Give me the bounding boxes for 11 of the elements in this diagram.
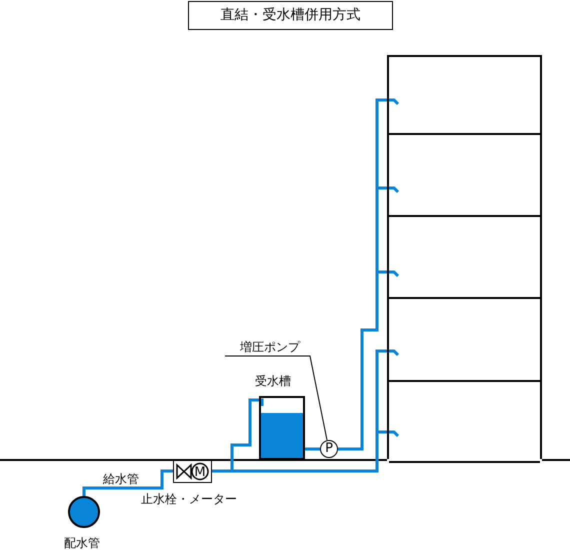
edge-label: 給水管 xyxy=(103,472,139,486)
meter-label: 止水栓・メーター xyxy=(141,492,237,506)
water-pipe xyxy=(82,470,173,496)
pump-label: 増圧ポンプ xyxy=(240,340,310,355)
water-pipe xyxy=(305,448,320,450)
tank-label: 受水槽 xyxy=(255,374,291,388)
leader-line xyxy=(224,356,328,440)
pump-symbol: P xyxy=(320,440,338,458)
water-pipe xyxy=(338,270,400,450)
title-box: 直結・受水槽併用方式 xyxy=(188,1,393,30)
pipe-label: 配水管 xyxy=(64,536,100,550)
